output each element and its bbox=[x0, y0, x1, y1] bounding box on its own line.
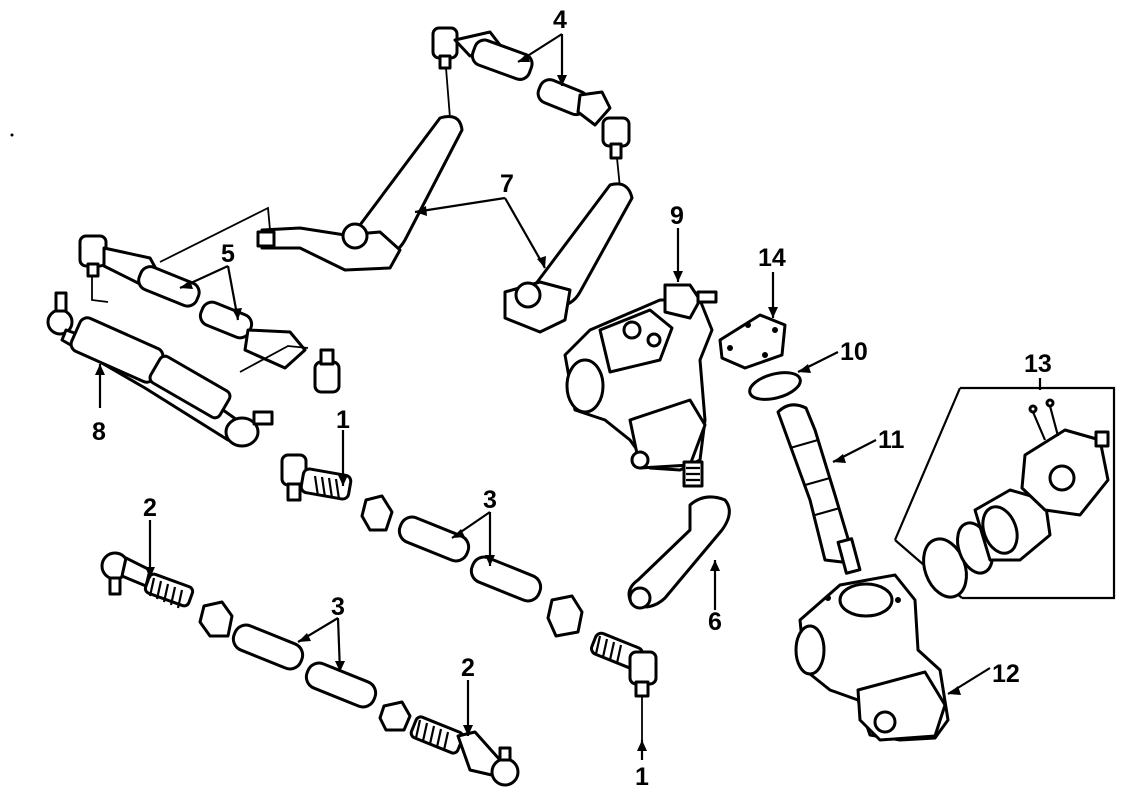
part-8-steering-damper bbox=[46, 291, 274, 448]
callout-labels: 4 7 5 8 1 3 2 3 2 1 6 9 14 10 11 12 13 bbox=[92, 6, 1052, 791]
part-5-relay-rod bbox=[78, 206, 341, 394]
callout-2-left: 2 bbox=[143, 494, 157, 522]
callout-7: 7 bbox=[500, 170, 514, 198]
part-7-idler-arm bbox=[256, 115, 464, 272]
part-1-tie-rod-end-upper bbox=[280, 453, 353, 502]
callout-1-upper: 1 bbox=[336, 406, 350, 434]
part-2-tie-rod-end-left bbox=[100, 551, 195, 609]
part-3-adjuster-sleeve-lower bbox=[198, 600, 412, 732]
part-6-pitman-arm bbox=[627, 495, 731, 610]
part-7-idler-arm-b bbox=[503, 182, 634, 334]
part-9-steering-gear bbox=[563, 283, 718, 488]
callout-5: 5 bbox=[221, 240, 235, 268]
callout-13: 13 bbox=[1024, 350, 1052, 378]
part-3-adjuster-sleeve-upper bbox=[360, 494, 584, 638]
callout-6: 6 bbox=[708, 608, 722, 636]
part-13-seal-kit bbox=[893, 386, 1116, 600]
part-14-side-cover bbox=[718, 313, 787, 370]
callout-11: 11 bbox=[878, 426, 905, 454]
part-4-drag-link bbox=[431, 26, 631, 189]
callout-8: 8 bbox=[92, 418, 106, 446]
callout-10: 10 bbox=[840, 338, 868, 366]
part-2-tie-rod-end-right bbox=[409, 715, 520, 787]
callout-14: 14 bbox=[758, 244, 786, 272]
arrowheads bbox=[95, 53, 961, 751]
callout-12: 12 bbox=[992, 660, 1020, 688]
callout-2-right: 2 bbox=[461, 654, 475, 682]
part-10-o-ring bbox=[748, 371, 802, 401]
callout-4: 4 bbox=[553, 6, 567, 34]
part-1-tie-rod-end-lower bbox=[590, 631, 658, 740]
part-11-sector-shaft bbox=[776, 403, 862, 575]
callout-9: 9 bbox=[670, 202, 684, 230]
callout-1-lower: 1 bbox=[635, 763, 649, 791]
callout-3-upper: 3 bbox=[483, 486, 497, 514]
callout-3-lower: 3 bbox=[331, 593, 345, 621]
part-12-gear-housing bbox=[794, 573, 950, 742]
stray-dot bbox=[10, 133, 14, 137]
